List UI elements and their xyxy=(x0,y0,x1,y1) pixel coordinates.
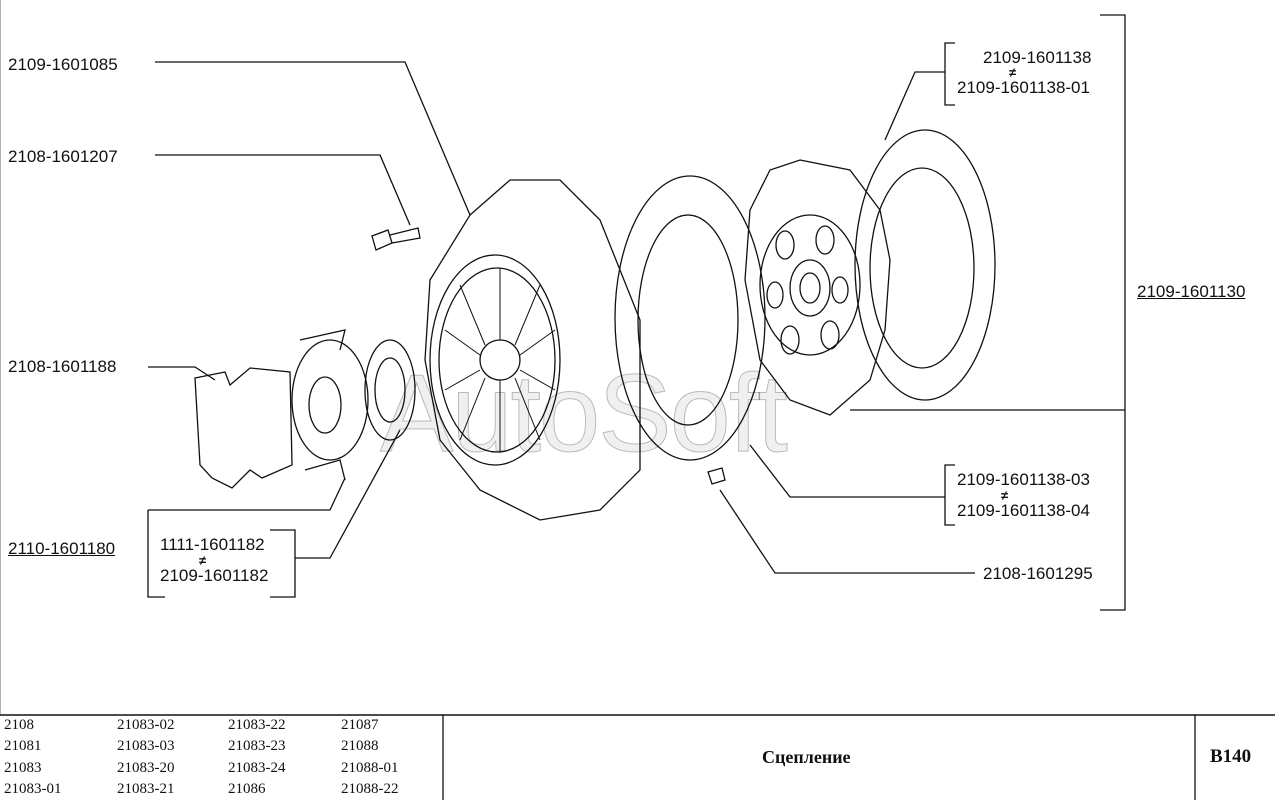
not-equal-icon: ≠ xyxy=(1009,65,1017,80)
model-cell: 21083 xyxy=(4,760,42,776)
label-bearing-a: 1111-1601182 xyxy=(160,535,265,554)
label-lining-b: 2109-1601138-01 xyxy=(957,78,1090,97)
not-equal-icon: ≠ xyxy=(199,553,207,568)
model-cell: 21087 xyxy=(341,717,379,733)
model-cell: 21088-01 xyxy=(341,760,399,776)
model-cell: 21083-22 xyxy=(228,717,286,733)
page-title: Сцепление xyxy=(762,747,851,767)
watermark: AutoSoft xyxy=(380,352,789,476)
model-cell: 21083-03 xyxy=(117,738,175,754)
model-cell: 21086 xyxy=(228,781,266,797)
model-cell: 21088 xyxy=(341,738,379,754)
not-equal-icon: ≠ xyxy=(1001,488,1009,503)
page-code: B140 xyxy=(1210,746,1252,767)
label-cover: 2109-1601085 xyxy=(8,55,118,74)
model-cell: 21083-20 xyxy=(117,760,175,776)
label-lining-d: 2109-1601138-04 xyxy=(957,501,1090,520)
label-bearing-b: 2109-1601182 xyxy=(160,566,269,585)
label-rivet: 2108-1601295 xyxy=(983,564,1093,583)
label-bolt: 2108-1601207 xyxy=(8,147,118,166)
model-cell: 21083-23 xyxy=(228,738,286,754)
model-cell: 21083-24 xyxy=(228,760,286,776)
model-cell: 21088-22 xyxy=(341,781,399,797)
label-bearing-assembly: 2110-1601180 xyxy=(8,539,116,558)
label-disc-assembly: 2109-1601130 xyxy=(1137,282,1246,301)
label-lining-c: 2109-1601138-03 xyxy=(957,470,1090,489)
model-cell: 21083-02 xyxy=(117,717,175,733)
label-lining-a: 2109-1601138 xyxy=(983,48,1092,67)
model-cell: 21083-21 xyxy=(117,781,175,797)
model-cell: 21083-01 xyxy=(4,781,62,797)
label-spring-clip: 2108-1601188 xyxy=(8,357,117,376)
model-cell: 21081 xyxy=(4,738,42,754)
model-cell: 2108 xyxy=(4,717,34,733)
